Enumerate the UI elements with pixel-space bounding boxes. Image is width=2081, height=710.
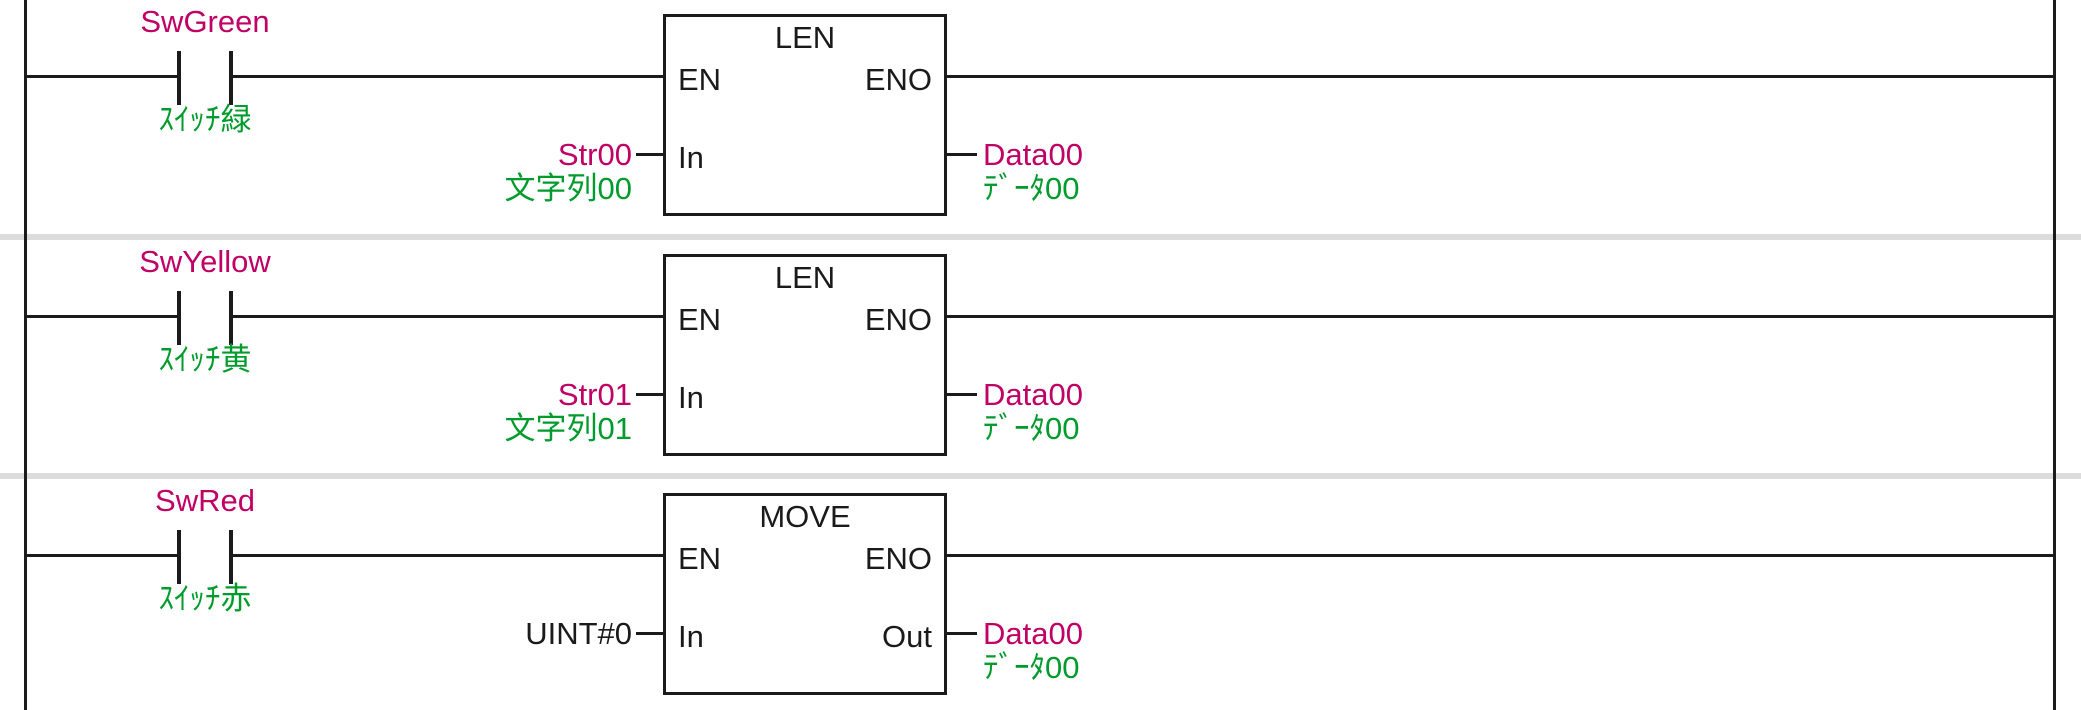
no-contact-icon[interactable] xyxy=(177,530,181,584)
contact-comment: ｽｲｯﾁ赤 xyxy=(158,581,252,616)
contact-comment: ｽｲｯﾁ黄 xyxy=(158,342,252,377)
en-pin-label: EN xyxy=(678,541,722,576)
function-block[interactable]: LEN EN ENO In xyxy=(663,254,947,456)
no-contact-icon[interactable] xyxy=(177,291,181,345)
rung-separator xyxy=(0,473,2081,479)
output-stub-wire xyxy=(947,632,977,635)
out-operand-label[interactable]: Data00 xyxy=(983,377,1083,412)
function-block[interactable]: MOVE EN ENO In Out xyxy=(663,493,947,695)
function-block-title: LEN xyxy=(774,260,836,295)
in-pin-label: In xyxy=(678,140,704,175)
wire-segment xyxy=(947,315,2053,318)
input-stub-wire xyxy=(636,153,663,156)
en-pin-label: EN xyxy=(678,62,722,97)
function-block[interactable]: LEN EN ENO In xyxy=(663,14,947,216)
in-pin-label: In xyxy=(678,380,704,415)
wire-segment xyxy=(233,75,663,78)
rung-3: SwRed ｽｲｯﾁ赤 UINT#0 MOVE EN ENO In Out Da… xyxy=(0,479,2081,710)
right-power-rail xyxy=(2053,0,2056,710)
function-block-title: LEN xyxy=(774,20,836,55)
in-operand-comment: 文字列01 xyxy=(504,411,632,446)
contact-variable-label[interactable]: SwYellow xyxy=(139,244,271,279)
no-contact-icon[interactable] xyxy=(229,291,233,345)
in-operand-comment xyxy=(292,650,632,686)
rung-separator xyxy=(0,234,2081,240)
contact-variable-label[interactable]: SwGreen xyxy=(140,4,270,39)
wire-segment xyxy=(233,554,663,557)
in-operand-label[interactable]: Str01 xyxy=(557,377,632,412)
in-operand-label[interactable]: Str00 xyxy=(557,137,632,172)
input-stub-wire xyxy=(636,393,663,396)
in-pin-label: In xyxy=(678,619,704,654)
rung-1: SwGreen ｽｲｯﾁ緑 Str00 文字列00 LEN EN ENO In … xyxy=(0,0,2081,234)
no-contact-icon[interactable] xyxy=(229,51,233,105)
wire-segment xyxy=(233,315,663,318)
eno-pin-label: ENO xyxy=(864,62,932,97)
wire-segment xyxy=(27,554,177,557)
out-operand-label[interactable]: Data00 xyxy=(983,137,1083,172)
en-pin-label: EN xyxy=(678,302,722,337)
eno-pin-label: ENO xyxy=(864,302,932,337)
out-operand-comment: ﾃﾞｰﾀ00 xyxy=(983,171,1080,206)
function-block-title: MOVE xyxy=(759,499,851,534)
wire-segment xyxy=(27,75,177,78)
out-operand-comment: ﾃﾞｰﾀ00 xyxy=(983,650,1080,685)
wire-segment xyxy=(947,75,2053,78)
left-power-rail xyxy=(24,0,27,710)
contact-comment: ｽｲｯﾁ緑 xyxy=(158,102,252,137)
out-pin-label: Out xyxy=(882,619,932,654)
no-contact-icon[interactable] xyxy=(229,530,233,584)
output-stub-wire xyxy=(947,153,977,156)
input-stub-wire xyxy=(636,632,663,635)
in-operand-label[interactable]: UINT#0 xyxy=(525,616,632,651)
eno-pin-label: ENO xyxy=(864,541,932,576)
contact-variable-label[interactable]: SwRed xyxy=(155,483,255,518)
rung-2: SwYellow ｽｲｯﾁ黄 Str01 文字列01 LEN EN ENO In… xyxy=(0,240,2081,473)
in-operand-comment: 文字列00 xyxy=(504,171,632,206)
wire-segment xyxy=(27,315,177,318)
no-contact-icon[interactable] xyxy=(177,51,181,105)
out-operand-label[interactable]: Data00 xyxy=(983,616,1083,651)
out-operand-comment: ﾃﾞｰﾀ00 xyxy=(983,411,1080,446)
wire-segment xyxy=(947,554,2053,557)
output-stub-wire xyxy=(947,393,977,396)
